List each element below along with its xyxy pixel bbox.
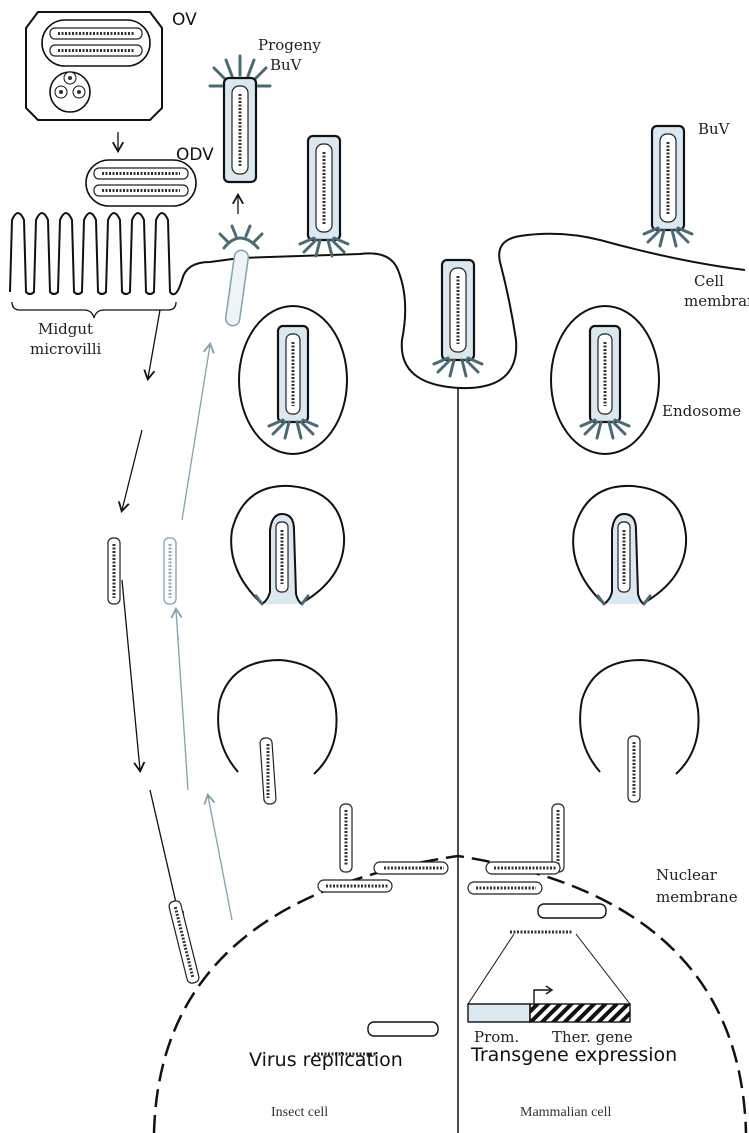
- transgene-expression-label: Transgene expression: [470, 1044, 677, 1066]
- odv: [86, 160, 196, 206]
- endosome-right: [551, 306, 659, 454]
- promoter-block: [468, 1004, 530, 1022]
- nucleocapsid-pore-left: [340, 804, 352, 872]
- release-left: [218, 660, 336, 804]
- buv-right: [644, 126, 692, 246]
- nucleus-mammalian-genomes: [468, 862, 606, 932]
- progeny-label-2: BuV: [270, 56, 303, 74]
- midgut-microvilli: [10, 213, 240, 294]
- egress-path-arrows: [176, 345, 232, 920]
- virus-replication-label: Virus replication: [249, 1049, 403, 1071]
- progeny-label-1: Progeny: [258, 36, 321, 54]
- microvilli-brace: [12, 302, 176, 318]
- nuclear-label-2: membrane: [656, 888, 738, 906]
- midgut-label-1: Midgut: [38, 320, 93, 338]
- endosome-label: Endosome: [662, 402, 741, 420]
- budding-virion: [220, 226, 262, 327]
- buv-label: BuV: [698, 120, 731, 138]
- nucleus-insect-genomes: [314, 862, 448, 1054]
- nuclear-label-1: Nuclear: [656, 866, 718, 884]
- insect-cell-label: Insect cell: [271, 1105, 328, 1120]
- therapeutic-gene-block: [530, 1004, 630, 1022]
- release-right: [580, 660, 698, 802]
- ov-label: OV: [172, 10, 197, 30]
- cell-membrane-label-1: Cell: [694, 272, 724, 290]
- occlusion-body: [26, 12, 162, 120]
- buv-endocytosis: [434, 260, 482, 376]
- cell-membrane-label-2: membrane: [684, 292, 749, 310]
- transgene-cassette: [468, 934, 630, 1022]
- buv-attached-left: [300, 136, 348, 256]
- entry-path-arrows: [122, 310, 180, 920]
- mammalian-cell-label: Mammalian cell: [520, 1105, 611, 1120]
- progeny-buv: [210, 56, 270, 182]
- midgut-label-2: microvilli: [30, 340, 101, 358]
- odv-label: ODV: [176, 145, 214, 165]
- endosome-left: [239, 306, 347, 454]
- fusion-right: [573, 486, 686, 604]
- fusion-left: [231, 486, 344, 604]
